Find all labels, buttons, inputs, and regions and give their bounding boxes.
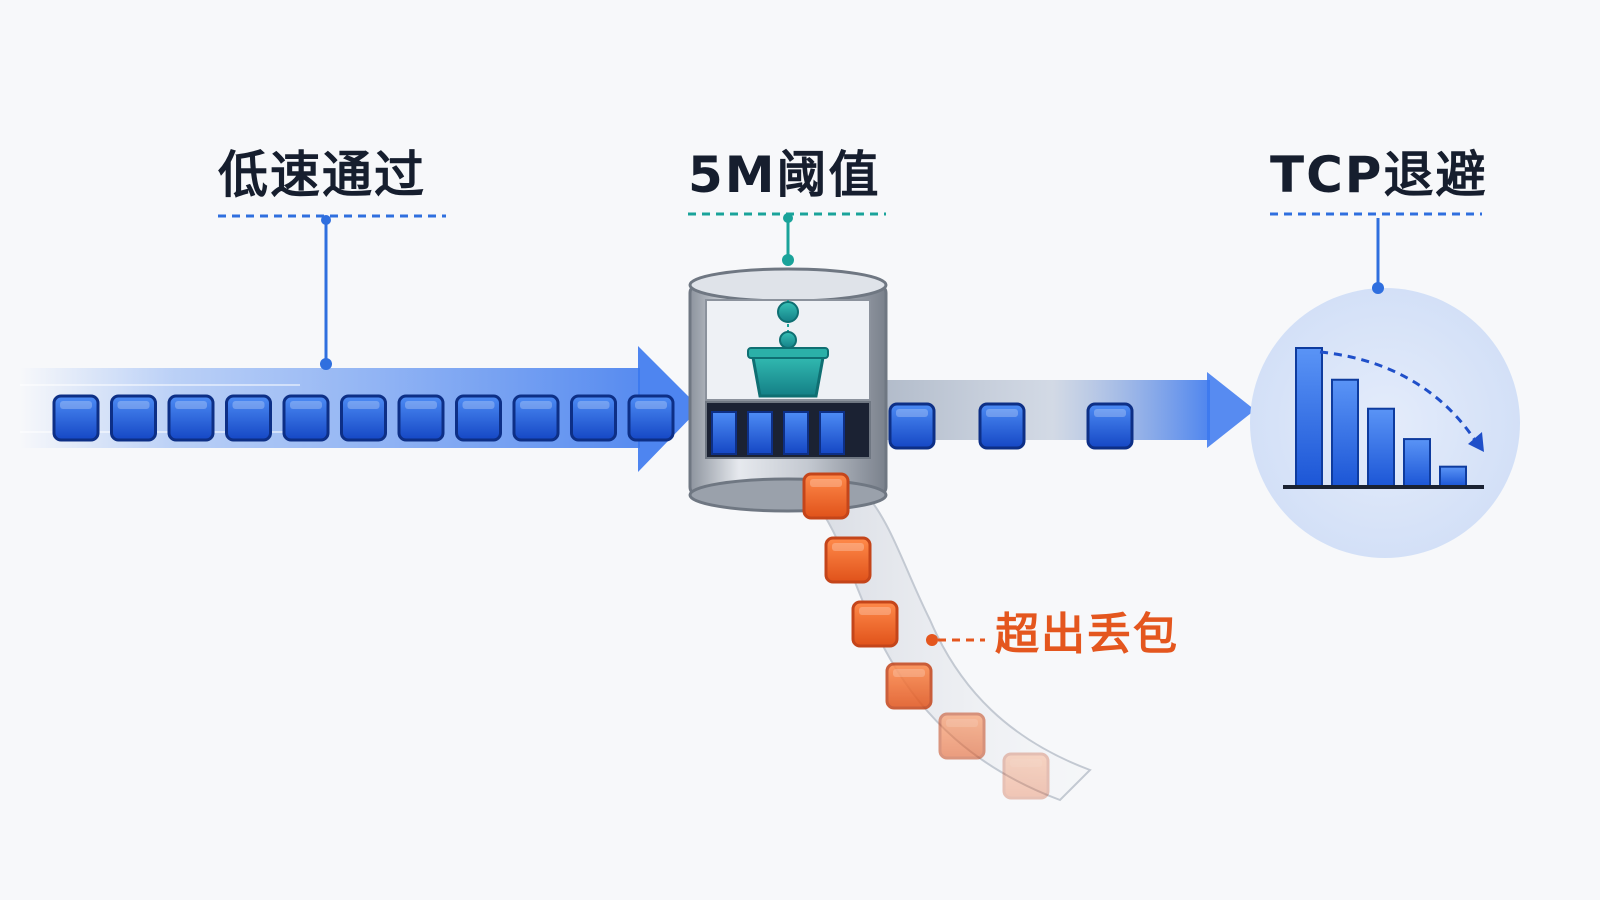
outgoing-packets [888, 402, 1134, 450]
dropped-packet [885, 662, 933, 710]
declining-bar-chart-icon [1250, 288, 1520, 558]
backoff-bar [1403, 438, 1431, 487]
dropped-packet [938, 712, 986, 760]
incoming-packet [167, 394, 215, 442]
incoming-packet [570, 394, 617, 442]
incoming-packet [282, 394, 330, 442]
leader-slow-pass [218, 214, 446, 370]
incoming-packets [52, 394, 675, 442]
bucket-gate-icon [688, 267, 888, 513]
label-slow-pass: 低速通过 [218, 146, 426, 204]
label-tcp-backoff: TCP退避 [1270, 146, 1488, 204]
incoming-packet [225, 394, 272, 442]
incoming-packet [455, 394, 502, 442]
incoming-packet [512, 394, 560, 442]
outgoing-packet [888, 402, 936, 450]
dropped-packet [824, 536, 872, 584]
label-threshold: 5M阈值 [688, 146, 881, 204]
incoming-packet [110, 394, 157, 442]
incoming-packet [627, 394, 675, 442]
leader-threshold [688, 212, 886, 266]
outgoing-packet [1086, 402, 1134, 450]
backoff-bar [1331, 378, 1359, 487]
backoff-bar [1367, 407, 1395, 487]
backoff-bar [1439, 465, 1467, 487]
outgoing-packet [978, 402, 1026, 450]
dropped-packet [1002, 752, 1050, 800]
dropped-packet [802, 472, 850, 520]
incoming-packet [52, 394, 100, 442]
dropped-packet [851, 600, 899, 648]
incoming-packet [340, 394, 387, 442]
leader-tcp-backoff [1270, 212, 1482, 294]
dropped-packets [802, 472, 1050, 800]
incoming-packet [397, 394, 445, 442]
backoff-bar [1295, 347, 1323, 487]
label-overflow-drop: 超出丢包 [995, 609, 1179, 660]
leader-overflow-drop [926, 634, 985, 646]
